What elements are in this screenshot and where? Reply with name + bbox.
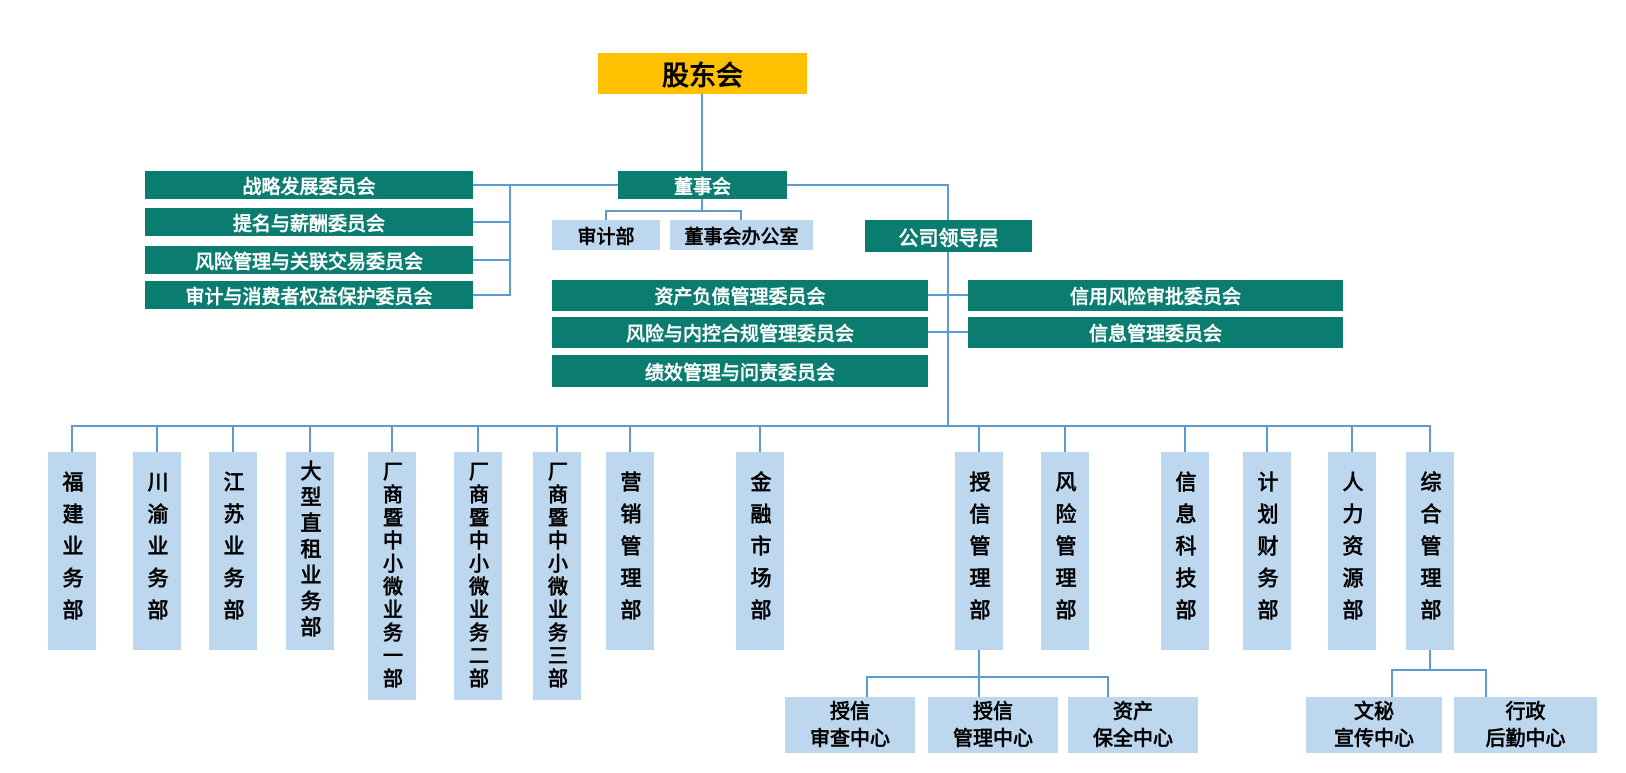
connector-line: [473, 259, 511, 261]
dept-label: 大型直租业务部: [298, 460, 322, 642]
node-center-credit-review: 授信 审查中心: [785, 697, 915, 753]
node-dept-large-direct-lease: 大型直租业务部: [286, 452, 334, 650]
connector-line: [1391, 669, 1393, 697]
connector-line: [787, 184, 948, 186]
node-dept-chuanyu: 川渝业务部: [133, 452, 181, 650]
dept-label: 授信管理部: [967, 471, 991, 631]
connector-line: [473, 294, 511, 296]
connector-line: [1429, 427, 1431, 452]
connector-line: [156, 427, 158, 452]
connector-line: [740, 210, 742, 220]
node-center-credit-mgmt: 授信 管理中心: [928, 697, 1058, 753]
node-information-management-committee: 信息管理委员会: [968, 317, 1343, 348]
dept-label: 营销管理部: [618, 471, 642, 631]
connector-line: [71, 425, 1431, 427]
node-board-office: 董事会办公室: [670, 220, 813, 250]
connector-line: [71, 427, 73, 452]
node-dept-fujian: 福建业务部: [48, 452, 96, 650]
node-dept-marketing-mgmt: 营销管理部: [606, 452, 654, 650]
connector-line: [947, 184, 949, 427]
connector-line: [1429, 650, 1431, 670]
connector-line: [1266, 427, 1268, 452]
connector-line: [1107, 676, 1109, 697]
connector-line: [1064, 427, 1066, 452]
connector-line: [556, 427, 558, 452]
node-dept-general-admin: 综合管理部: [1406, 452, 1454, 650]
connector-line: [866, 676, 868, 697]
connector-line: [477, 427, 479, 452]
connector-line: [509, 184, 511, 296]
dept-label: 厂商暨中小微业务一部: [379, 461, 404, 691]
node-performance-accountability-committee: 绩效管理与问责委员会: [552, 355, 928, 387]
dept-label: 金融市场部: [748, 471, 772, 631]
node-audit-department: 审计部: [552, 220, 660, 250]
node-center-asset-preservation: 资产 保全中心: [1068, 697, 1198, 753]
connector-line: [629, 427, 631, 452]
node-center-secretarial-publicity: 文秘 宣传中心: [1306, 697, 1442, 753]
node-strategic-development-committee: 战略发展委员会: [145, 171, 473, 199]
node-nomination-remuneration-committee: 提名与薪酬委员会: [145, 208, 473, 236]
connector-line: [759, 427, 761, 452]
dept-label: 川渝业务部: [145, 471, 169, 631]
connector-line: [978, 650, 980, 697]
node-shareholders-meeting: 股东会: [598, 53, 807, 94]
dept-label: 江苏业务部: [221, 471, 245, 631]
dept-label: 厂商暨中小微业务三部: [544, 461, 569, 691]
node-dept-vendor-sme-2: 厂商暨中小微业务二部: [454, 452, 502, 700]
node-credit-risk-approval-committee: 信用风险审批委员会: [968, 280, 1343, 311]
connector-line: [605, 210, 607, 220]
connector-line: [473, 184, 618, 186]
node-dept-vendor-sme-1: 厂商暨中小微业务一部: [368, 452, 416, 700]
connector-line: [309, 427, 311, 452]
node-board-of-directors: 董事会: [618, 171, 787, 199]
connector-line: [1351, 427, 1353, 452]
node-dept-hr: 人力资源部: [1328, 452, 1376, 650]
node-dept-risk-mgmt: 风险管理部: [1041, 452, 1089, 650]
dept-label: 信息科技部: [1173, 471, 1197, 631]
node-risk-related-transactions-committee: 风险管理与关联交易委员会: [145, 246, 473, 274]
dept-label: 风险管理部: [1053, 471, 1077, 631]
dept-label: 福建业务部: [60, 471, 84, 631]
node-audit-consumer-protection-committee: 审计与消费者权益保护委员会: [145, 281, 473, 309]
node-alm-committee: 资产负债管理委员会: [552, 280, 928, 311]
node-dept-it: 信息科技部: [1161, 452, 1209, 650]
connector-line: [605, 210, 742, 212]
node-dept-vendor-sme-3: 厂商暨中小微业务三部: [533, 452, 581, 700]
dept-label: 人力资源部: [1340, 471, 1364, 631]
node-risk-internal-control-compliance-committee: 风险与内控合规管理委员会: [552, 317, 928, 348]
node-company-leadership: 公司领导层: [865, 220, 1032, 252]
dept-label: 综合管理部: [1418, 471, 1442, 631]
node-dept-credit-mgmt: 授信管理部: [955, 452, 1003, 650]
connector-line: [1391, 669, 1487, 671]
node-dept-jiangsu: 江苏业务部: [209, 452, 257, 650]
node-dept-financial-markets: 金融市场部: [736, 452, 784, 650]
connector-line: [391, 427, 393, 452]
dept-label: 计划财务部: [1255, 471, 1279, 631]
connector-line: [473, 221, 511, 223]
node-center-admin-logistics: 行政 后勤中心: [1454, 697, 1597, 753]
connector-line: [866, 676, 1109, 678]
connector-line: [928, 294, 968, 296]
connector-line: [1184, 427, 1186, 452]
connector-line: [701, 94, 703, 171]
dept-label: 厂商暨中小微业务二部: [465, 461, 490, 691]
connector-line: [928, 331, 968, 333]
connector-line: [978, 427, 980, 452]
node-dept-planning-finance: 计划财务部: [1243, 452, 1291, 650]
connector-line: [701, 199, 703, 211]
connector-line: [232, 427, 234, 452]
connector-line: [1485, 669, 1487, 697]
